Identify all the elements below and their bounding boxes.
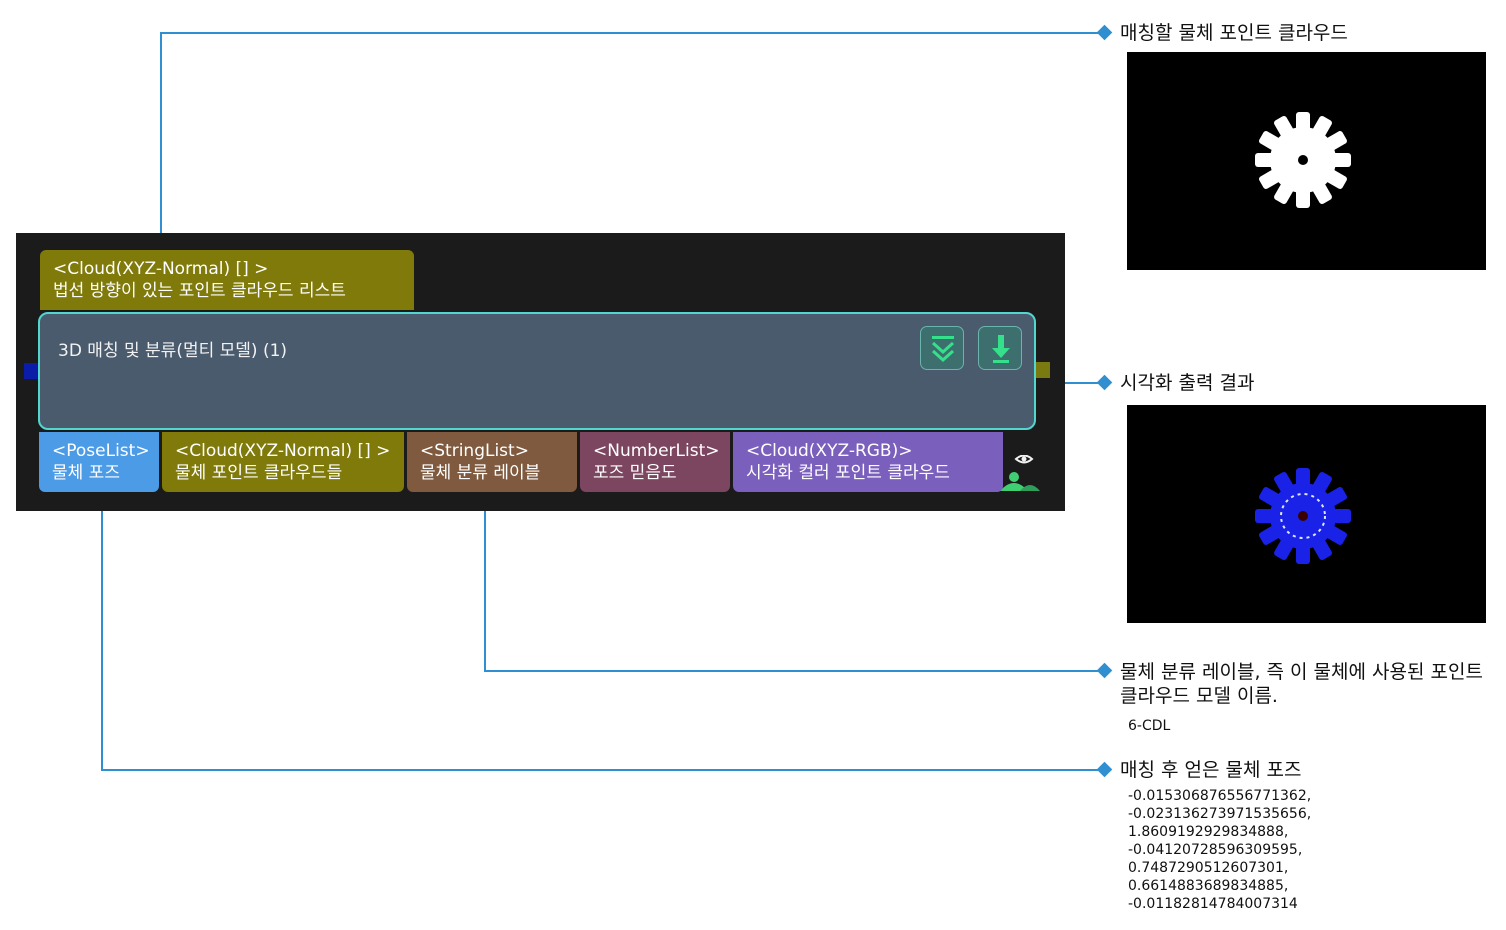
input-port[interactable]: <Cloud(XYZ-Normal) [] > 법선 방향이 있는 포인트 클라… bbox=[40, 250, 414, 310]
pose-values-list: -0.015306876556771362, -0.02313627397153… bbox=[1128, 787, 1311, 913]
visual-output-preview bbox=[1127, 405, 1486, 623]
output-port-poselist[interactable]: <PoseList> 물체 포즈 bbox=[39, 432, 159, 492]
output-port-cloud-normal[interactable]: <Cloud(XYZ-Normal) [] > 물체 포인트 클라우드들 bbox=[162, 432, 404, 492]
pose-value: -0.023136273971535656, bbox=[1128, 806, 1312, 822]
annotation-label-line2: 클라우드 모델 이름. bbox=[1120, 685, 1278, 707]
pose-value: -0.04120728596309595, bbox=[1128, 842, 1303, 858]
output-port-cloud-rgb[interactable]: <Cloud(XYZ-RGB)> 시각화 컬러 포인트 클라우드 bbox=[733, 432, 1003, 492]
annotation-input-cloud: 매칭할 물체 포인트 클라우드 bbox=[1120, 22, 1348, 44]
output-port-label: 물체 분류 레이블 bbox=[420, 463, 541, 483]
expand-chevrons-icon bbox=[931, 336, 955, 363]
annotation-visual-output: 시각화 출력 결과 bbox=[1120, 372, 1255, 394]
input-port-type: <Cloud(XYZ-Normal) [] > bbox=[53, 259, 269, 279]
download-button[interactable] bbox=[978, 326, 1022, 370]
output-port-label: 시각화 컬러 포인트 클라우드 bbox=[746, 463, 950, 483]
pose-value: 0.6614883689834885, bbox=[1128, 878, 1289, 894]
gear-colored-image bbox=[1255, 468, 1351, 564]
node-canvas: <Cloud(XYZ-Normal) [] > 법선 방향이 있는 포인트 클라… bbox=[16, 233, 1065, 511]
gear-hole bbox=[1298, 155, 1308, 165]
gear-ring bbox=[1280, 493, 1326, 539]
output-port-numberlist[interactable]: <NumberList> 포즈 믿음도 bbox=[580, 432, 730, 492]
output-port-stringlist[interactable]: <StringList> 물체 분류 레이블 bbox=[407, 432, 577, 492]
eye-person-icon[interactable] bbox=[998, 455, 1040, 493]
output-port-type: <StringList> bbox=[420, 441, 529, 461]
node-right-anchor bbox=[1036, 362, 1050, 378]
pose-value: -0.015306876556771362, bbox=[1128, 788, 1312, 804]
output-port-label: 포즈 믿음도 bbox=[593, 463, 677, 483]
input-cloud-preview bbox=[1127, 52, 1486, 270]
output-port-type: <Cloud(XYZ-Normal) [] > bbox=[175, 441, 391, 461]
gear-hole bbox=[1298, 511, 1308, 521]
input-port-label: 법선 방향이 있는 포인트 클라우드 리스트 bbox=[53, 281, 346, 301]
pose-value: 0.7487290512607301, bbox=[1128, 860, 1289, 876]
expand-button[interactable] bbox=[920, 326, 964, 370]
output-port-label: 물체 포즈 bbox=[52, 463, 120, 483]
pose-value: -0.01182814784007314 bbox=[1128, 896, 1298, 912]
pose-value: 1.8609192929834888, bbox=[1128, 824, 1289, 840]
step-node[interactable]: 3D 매칭 및 분류(멀티 모델) (1) bbox=[38, 312, 1040, 491]
gear-white-shape bbox=[1255, 112, 1351, 208]
output-port-type: <Cloud(XYZ-RGB)> bbox=[746, 441, 913, 461]
node-left-anchor bbox=[24, 363, 38, 379]
label-example-value: 6-CDL bbox=[1128, 718, 1171, 734]
output-port-type: <NumberList> bbox=[593, 441, 720, 461]
annotation-pose: 매칭 후 얻은 물체 포즈 bbox=[1120, 759, 1302, 781]
output-port-type: <PoseList> bbox=[52, 441, 150, 461]
output-port-label: 물체 포인트 클라우드들 bbox=[175, 463, 343, 483]
download-arrow-icon bbox=[992, 335, 1010, 363]
node-title: 3D 매칭 및 분류(멀티 모델) (1) bbox=[58, 341, 288, 361]
gear-blue-shape bbox=[1255, 468, 1351, 564]
gear-silhouette-image bbox=[1255, 112, 1351, 208]
annotation-label-line1: 물체 분류 레이블, 즉 이 물체에 사용된 포인트 bbox=[1120, 661, 1483, 683]
